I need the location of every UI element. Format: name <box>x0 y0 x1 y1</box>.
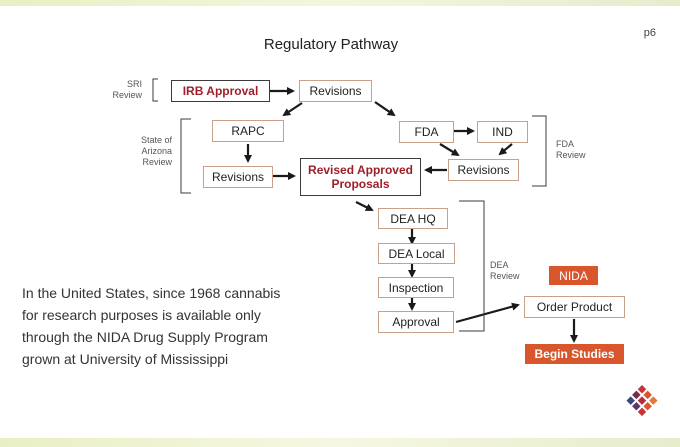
sri-bracket <box>152 78 158 102</box>
inspection-box: Inspection <box>378 277 454 298</box>
state-bracket <box>180 118 191 194</box>
rapc-box: RAPC <box>212 120 284 142</box>
bottom-decorative-stripe <box>0 438 680 447</box>
ind-box: IND <box>477 121 528 143</box>
page-label: p6 <box>643 27 656 39</box>
arrow-revisions-to-rapc <box>282 102 303 117</box>
arrow-approval-to-order <box>455 302 520 324</box>
fda-bracket <box>532 115 547 187</box>
top-decorative-stripe <box>0 0 680 6</box>
diamond-grid-logo <box>626 385 658 417</box>
approval-box: Approval <box>378 311 454 333</box>
revisions-right-box: Revisions <box>448 159 519 181</box>
dea-bracket <box>459 200 485 332</box>
nida-label-box: NIDA <box>549 266 598 285</box>
revisions-left-box: Revisions <box>203 166 273 188</box>
arrow-revisions-to-fda <box>374 101 396 117</box>
dea-hq-box: DEA HQ <box>378 208 448 229</box>
irb-approval-box: IRB Approval <box>171 80 270 102</box>
arrow-ind-to-revisions <box>498 143 513 156</box>
revisions-top-box: Revisions <box>299 80 372 102</box>
dea-local-box: DEA Local <box>378 243 455 264</box>
fda-box: FDA <box>399 121 454 143</box>
begin-studies-box: Begin Studies <box>525 344 624 364</box>
cannabis-research-note: In the United States, since 1968 cannabi… <box>22 285 281 367</box>
order-product-box: Order Product <box>524 296 625 318</box>
slide-title: Regulatory Pathway <box>263 36 399 53</box>
arrow-fda-to-revisions <box>439 143 460 157</box>
arrow-revised-to-deahq <box>355 201 374 211</box>
